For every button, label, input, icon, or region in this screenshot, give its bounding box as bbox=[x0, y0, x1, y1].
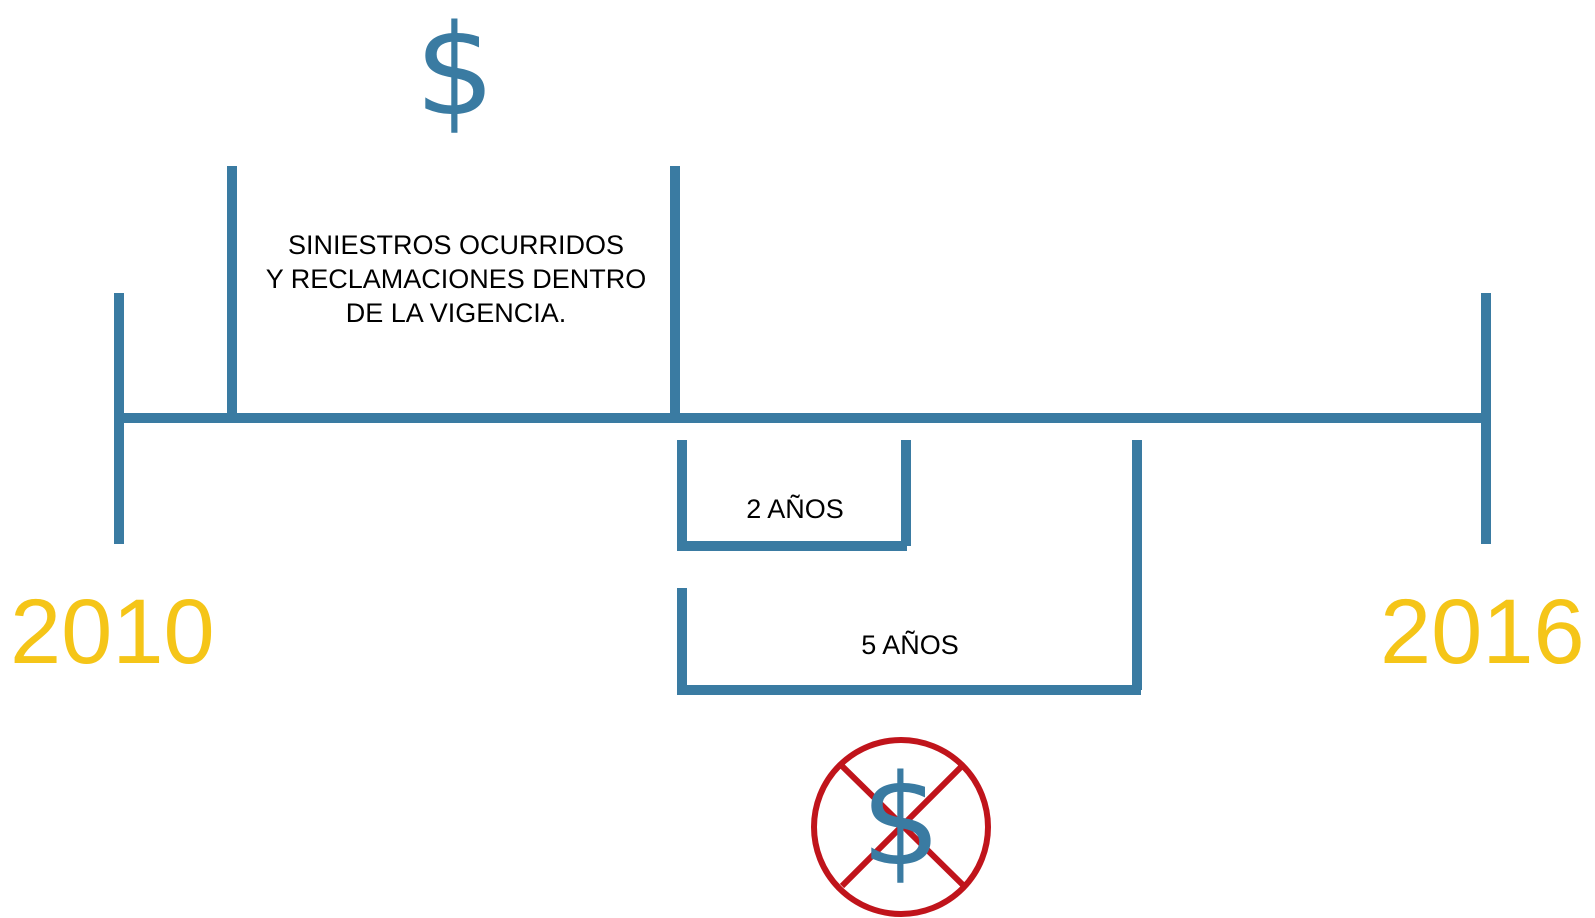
dollar-icon: $ bbox=[414, 0, 496, 144]
bracket-2-years bbox=[677, 440, 911, 551]
prohibited-sign bbox=[811, 737, 991, 917]
period-text-line-1: SINIESTROS OCURRIDOS bbox=[287, 230, 625, 260]
period-text-line-3: DE LA VIGENCIA. bbox=[345, 298, 567, 328]
period-description: SINIESTROS OCURRIDOS Y RECLAMACIONES DEN… bbox=[246, 228, 666, 330]
period-text-line-2: Y RECLAMACIONES DENTRO bbox=[265, 264, 647, 294]
bracket-5-years bbox=[677, 440, 1142, 695]
prohibited-circle bbox=[811, 737, 991, 917]
start-year: 2010 bbox=[10, 581, 215, 683]
no-money-icon: $ bbox=[860, 747, 942, 894]
bracket-2-label: 2 AÑOS bbox=[746, 494, 844, 524]
prohibited-slash-2 bbox=[839, 763, 965, 889]
end-year: 2016 bbox=[1380, 581, 1585, 683]
bracket-5-label: 5 AÑOS bbox=[861, 630, 959, 660]
